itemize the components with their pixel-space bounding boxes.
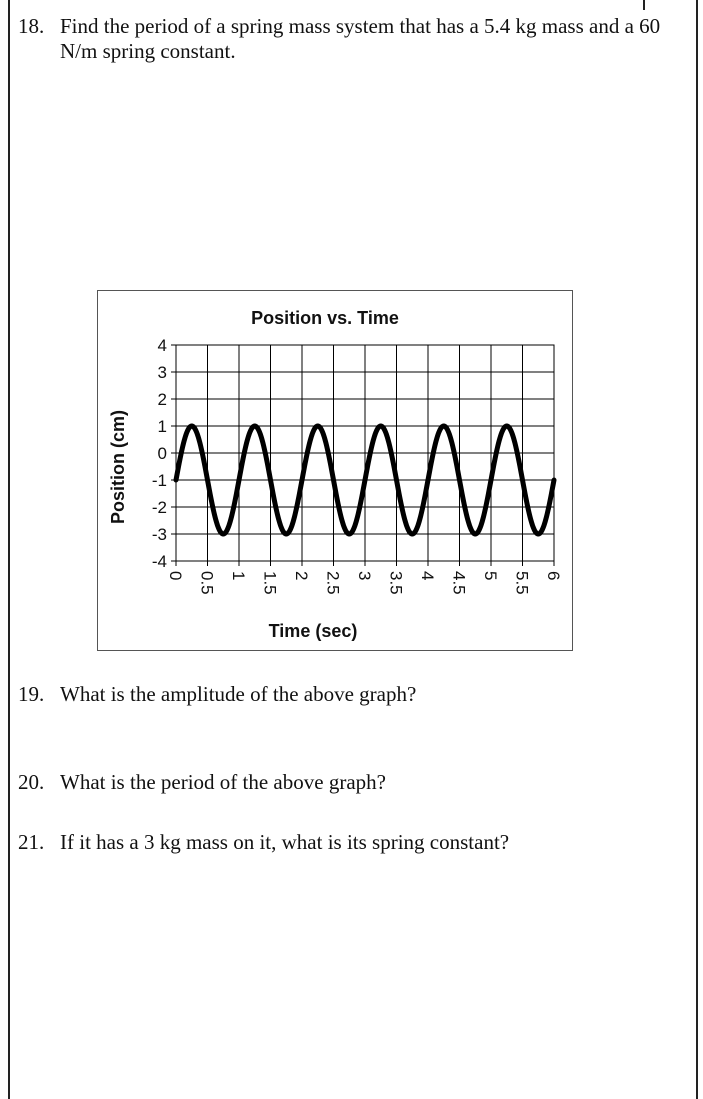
question-21-number: 21.	[18, 830, 45, 854]
x-tick-label: 6	[544, 571, 563, 580]
y-tick-label: -2	[152, 498, 167, 517]
question-19: 19. What is the amplitude of the above g…	[18, 682, 678, 707]
x-tick-label: 0	[166, 571, 185, 580]
y-axis-label: Position (cm)	[108, 410, 128, 524]
question-18-text: Find the period of a spring mass system …	[60, 14, 661, 63]
y-tick-label: 2	[158, 390, 167, 409]
x-tick-label: 2	[292, 571, 311, 580]
x-tick-label: 4	[418, 571, 437, 580]
x-tick-label: 2.5	[324, 571, 343, 595]
question-20-text: What is the period of the above graph?	[60, 770, 386, 794]
question-20: 20. What is the period of the above grap…	[18, 770, 678, 795]
page-divider-tick	[643, 0, 645, 10]
question-19-text: What is the amplitude of the above graph…	[60, 682, 417, 706]
series-line-0	[173, 423, 557, 537]
x-axis-label: Time (sec)	[269, 621, 358, 641]
y-tick-label: -3	[152, 525, 167, 544]
question-21: 21. If it has a 3 kg mass on it, what is…	[18, 830, 678, 855]
y-tick-label: -1	[152, 471, 167, 490]
chart-title: Position vs. Time	[251, 308, 399, 328]
page-frame	[8, 0, 698, 1099]
y-tick-label: 0	[158, 444, 167, 463]
y-tick-label: -4	[152, 552, 167, 571]
x-tick-label: 5.5	[513, 571, 532, 595]
question-18-number: 18.	[18, 14, 45, 38]
question-18: 18. Find the period of a spring mass sys…	[18, 14, 678, 64]
x-tick-label: 0.5	[198, 571, 217, 595]
question-21-text: If it has a 3 kg mass on it, what is its…	[60, 830, 510, 854]
y-tick-label: 4	[158, 336, 167, 355]
x-tick-label: 3	[355, 571, 374, 580]
question-20-number: 20.	[18, 770, 45, 794]
x-tick-label: 1	[229, 571, 248, 580]
y-tick-label: 1	[158, 417, 167, 436]
x-tick-label: 3.5	[387, 571, 406, 595]
x-tick-label: 5	[481, 571, 500, 580]
x-tick-label: 1.5	[261, 571, 280, 595]
question-19-number: 19.	[18, 682, 45, 706]
y-tick-label: 3	[158, 363, 167, 382]
x-tick-label: 4.5	[450, 571, 469, 595]
